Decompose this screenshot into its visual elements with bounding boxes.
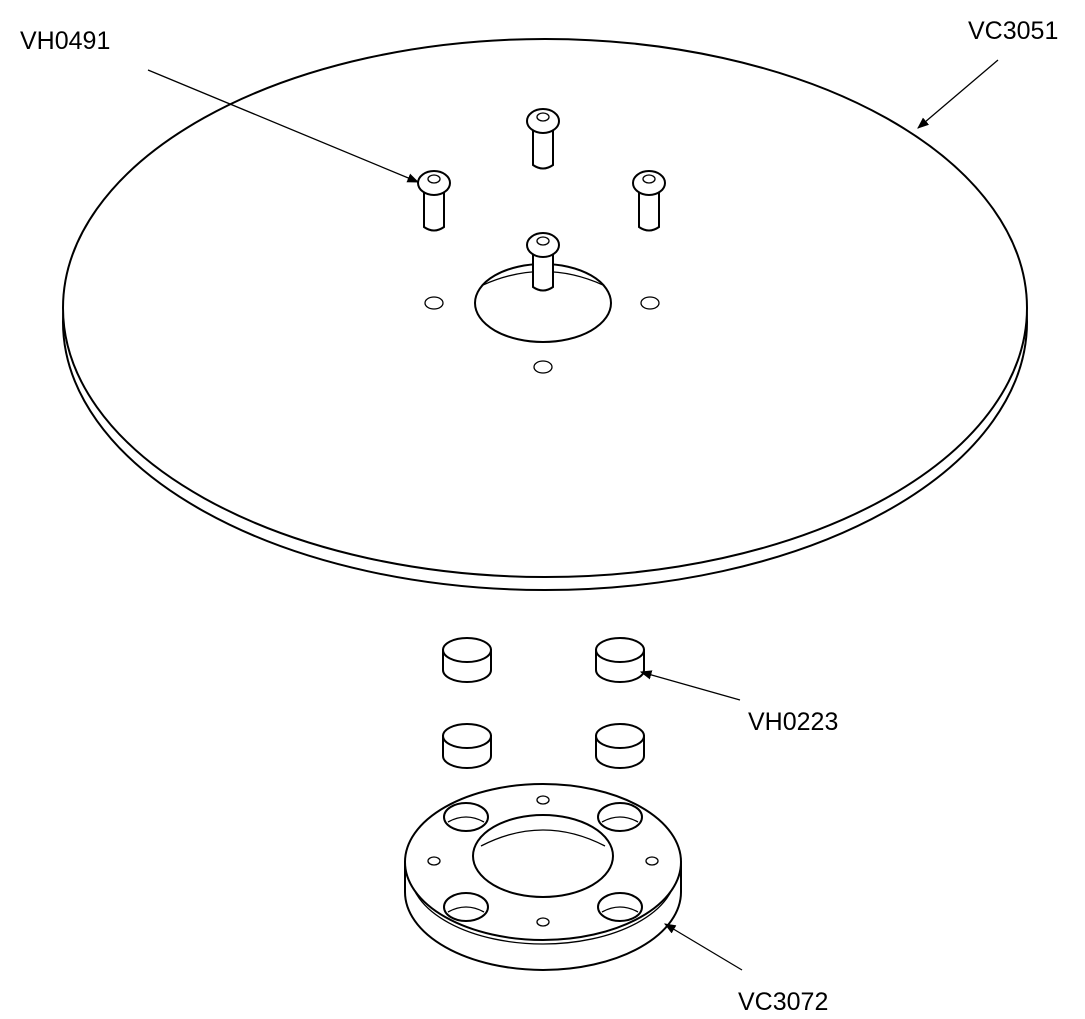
callout-disc: VC3051 <box>968 17 1059 45</box>
hub-part <box>404 783 682 971</box>
bushing-top-right <box>595 637 645 683</box>
disc-part <box>62 38 1028 591</box>
screw-top <box>526 108 560 170</box>
bushing-top-left <box>442 637 492 683</box>
callout-screw: VH0491 <box>20 27 111 55</box>
leader-hub <box>663 923 743 971</box>
leader-bushing <box>639 670 741 701</box>
leader-screw <box>147 69 420 183</box>
screw-right <box>632 170 666 232</box>
screw-left <box>417 170 451 232</box>
screw-center <box>526 232 560 292</box>
bushing-bottom-left <box>442 723 492 769</box>
callout-hub: VC3072 <box>738 988 829 1016</box>
callout-bushing: VH0223 <box>748 708 839 736</box>
leader-disc <box>917 59 999 129</box>
bushing-bottom-right <box>595 723 645 769</box>
